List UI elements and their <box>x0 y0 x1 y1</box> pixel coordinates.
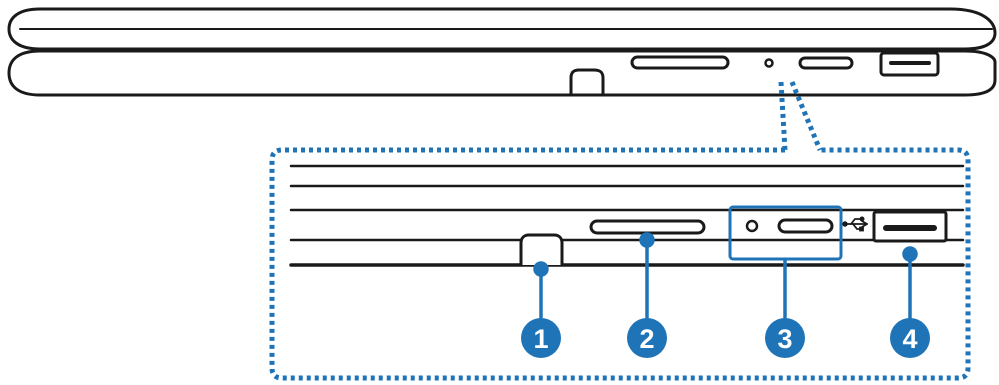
usb-icon <box>843 217 867 230</box>
zoom-indicator-light <box>747 221 757 231</box>
zoomed-side-view <box>291 166 963 265</box>
zoom-port-1 <box>521 235 562 265</box>
callout-marker-3: 3 <box>765 318 805 358</box>
callout-label-3: 3 <box>777 324 792 354</box>
pointer-dot-2 <box>641 234 653 246</box>
callout-marker-4: 4 <box>890 318 930 358</box>
callout-label-1: 1 <box>533 324 548 354</box>
pointer-dot-4 <box>904 248 916 260</box>
callout-label-2: 2 <box>639 324 654 354</box>
callout-pointers <box>535 234 916 320</box>
laptop-side-view <box>9 9 995 95</box>
zoom-port-2 <box>591 221 704 233</box>
pointer-dot-1 <box>535 263 547 275</box>
callout-marker-2: 2 <box>627 318 667 358</box>
zoom-port-3 <box>779 220 832 232</box>
callout-label-4: 4 <box>902 324 917 354</box>
callout-marker-1: 1 <box>521 318 561 358</box>
